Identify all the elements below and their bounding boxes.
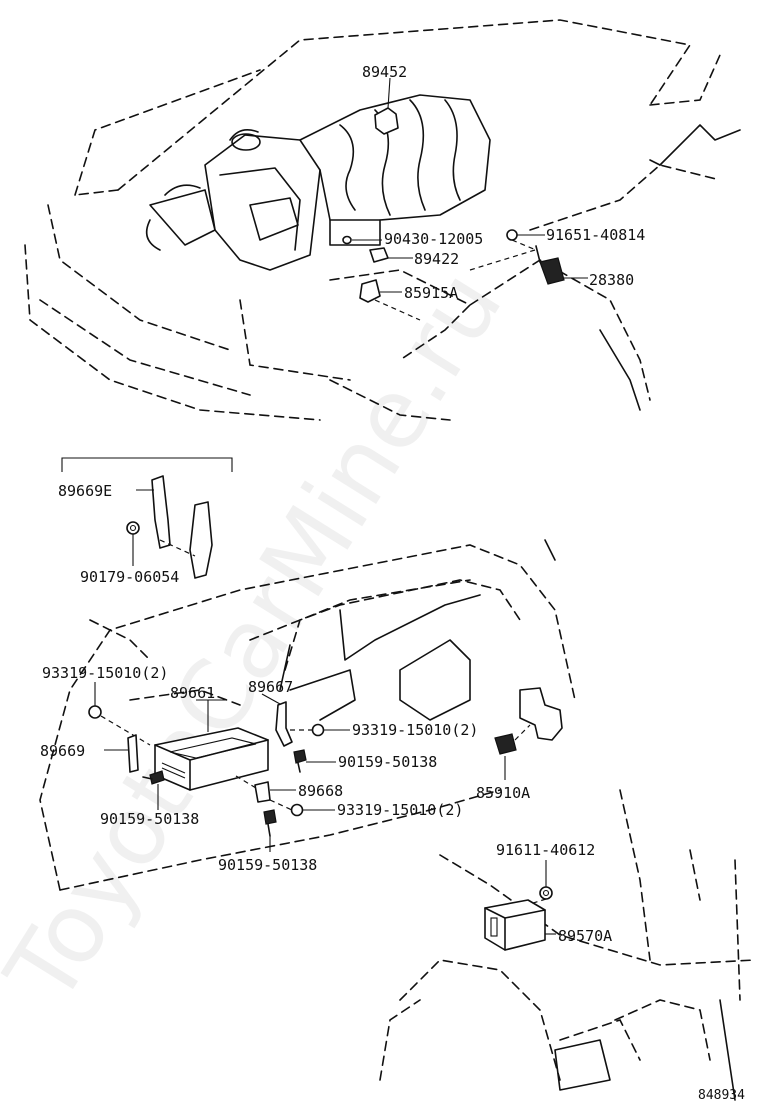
label-93319-15010-left[interactable]: 93319-15010(2) — [42, 664, 168, 682]
quarter-wheel-arch — [399, 959, 561, 1081]
label-91611-40612[interactable]: 91611-40612 — [496, 841, 595, 859]
label-90430-12005[interactable]: 90430-12005 — [384, 230, 483, 248]
part-90159-bolt-lower[interactable] — [263, 809, 277, 852]
part-90159-bolt-left[interactable] — [142, 770, 165, 810]
bracket-detail: 89669E 90179-06054 — [58, 457, 233, 586]
hood-front-edge — [74, 69, 261, 196]
grille-outline — [47, 204, 231, 351]
part-90430-gasket[interactable] — [342, 235, 382, 245]
part-89570a-module[interactable] — [484, 898, 556, 951]
part-89661-ecu[interactable] — [154, 699, 269, 791]
label-89570a[interactable]: 89570A — [558, 927, 612, 945]
label-85915a[interactable]: 85915A — [404, 284, 458, 302]
detail-bracket-line — [61, 457, 233, 472]
part-93319-nut-left[interactable] — [88, 682, 151, 746]
a-pillar — [659, 124, 741, 166]
vehicle-side-view: 89661 89667 93319-15010(2) 93319-15010(2… — [39, 539, 576, 891]
label-93319-15010-lower[interactable]: 93319-15010(2) — [337, 801, 463, 819]
wheel-arch — [469, 259, 651, 401]
hood-outline — [117, 19, 692, 191]
label-89452[interactable]: 89452 — [362, 63, 407, 81]
fender-top — [529, 164, 721, 231]
part-91651-bolt[interactable] — [506, 229, 545, 241]
part-93319-nut-right[interactable] — [290, 723, 350, 737]
label-90159-50138-mid[interactable]: 90159-50138 — [338, 753, 437, 771]
door-trim — [399, 639, 471, 721]
diagram-id: 848934 — [698, 1088, 745, 1103]
part-89452-sensor[interactable] — [374, 77, 399, 135]
label-28380[interactable]: 28380 — [589, 271, 634, 289]
part-85910a-sensor[interactable] — [494, 687, 563, 780]
label-93319-15010-right[interactable]: 93319-15010(2) — [352, 721, 478, 739]
bumper-outline — [24, 244, 321, 421]
label-89422[interactable]: 89422 — [414, 250, 459, 268]
part-85915a-switch[interactable] — [359, 279, 421, 321]
part-89668-bracket[interactable] — [235, 775, 296, 803]
label-89669[interactable]: 89669 — [40, 742, 85, 760]
label-90159-50138-left[interactable]: 90159-50138 — [100, 810, 199, 828]
part-89669-bracket[interactable] — [104, 734, 139, 773]
label-89667[interactable]: 89667 — [248, 678, 293, 696]
quarter-upper-line — [439, 854, 756, 966]
label-85910a[interactable]: 85910A — [476, 784, 530, 802]
label-89661[interactable]: 89661 — [170, 684, 215, 702]
tail-lamp-area — [554, 1039, 611, 1091]
headlamp-area — [329, 269, 472, 361]
part-91611-bolt[interactable] — [539, 860, 553, 900]
window-frame — [284, 579, 521, 671]
label-90179-06054[interactable]: 90179-06054 — [80, 568, 179, 586]
intake-manifold — [299, 94, 491, 246]
part-89669e-bracket[interactable] — [136, 475, 213, 579]
part-90159-bolt-mid[interactable] — [293, 749, 336, 773]
floor-line — [59, 789, 501, 891]
label-89669e[interactable]: 89669E — [58, 482, 112, 500]
label-89668[interactable]: 89668 — [298, 782, 343, 800]
rear-quarter-view: 91611-40612 89570A — [379, 789, 756, 1101]
windshield-edge — [649, 54, 721, 106]
part-93319-nut-lower[interactable] — [269, 799, 335, 817]
label-91651-40814[interactable]: 91651-40814 — [546, 226, 645, 244]
label-90159-50138-lower[interactable]: 90159-50138 — [218, 856, 317, 874]
engine-bay-view: 89452 90430-12005 89422 85915A 91651-408… — [24, 19, 741, 421]
vehicle-body-outline — [39, 544, 576, 891]
part-28380-relay[interactable] — [469, 239, 588, 285]
part-90179-nut[interactable] — [126, 521, 140, 566]
part-89667-bracket[interactable] — [261, 693, 293, 747]
engine-block — [145, 129, 321, 271]
part-89422-sensor[interactable] — [369, 247, 413, 263]
